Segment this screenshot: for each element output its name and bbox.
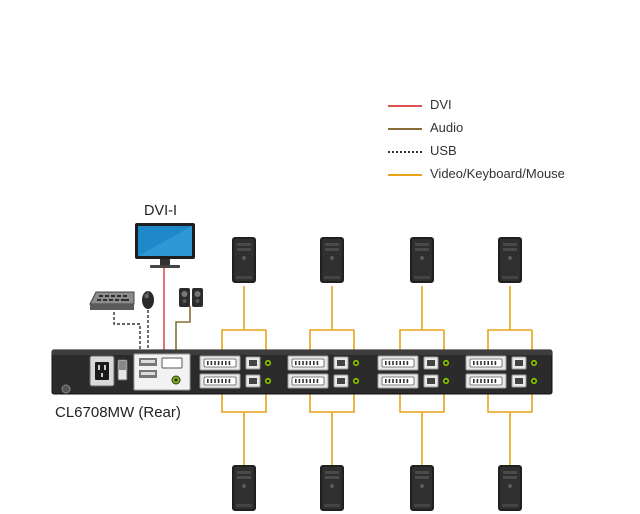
computer-port-group bbox=[377, 373, 450, 389]
computer-port-group bbox=[199, 355, 272, 371]
power-socket-icon bbox=[89, 355, 115, 387]
legend-swatch bbox=[388, 128, 422, 130]
console-ports bbox=[133, 353, 191, 391]
vkm-cables-top bbox=[221, 286, 533, 356]
computer-tower-icon bbox=[232, 237, 256, 283]
legend-swatch bbox=[388, 105, 422, 107]
computer-port-group bbox=[465, 373, 539, 389]
speakers-icon bbox=[179, 288, 203, 307]
computer-port-group bbox=[377, 355, 450, 371]
ground-screw bbox=[61, 384, 71, 394]
computer-tower-icon bbox=[498, 465, 522, 511]
monitor-label: DVI-I bbox=[144, 203, 178, 219]
computer-port-group bbox=[287, 373, 360, 389]
computer-port-group bbox=[287, 355, 360, 371]
computer-tower-icon bbox=[498, 237, 522, 283]
legend-swatch bbox=[388, 174, 422, 176]
audio-cable bbox=[175, 306, 191, 356]
monitor-icon bbox=[135, 223, 195, 268]
usb-cable-keyboard bbox=[113, 312, 141, 356]
legend-label: Video/Keyboard/Mouse bbox=[430, 166, 565, 181]
keyboard-icon bbox=[89, 291, 135, 310]
legend-label: USB bbox=[430, 143, 457, 158]
computer-tower-icon bbox=[320, 237, 344, 283]
computer-tower-icon bbox=[320, 465, 344, 511]
computer-port-group bbox=[465, 355, 539, 371]
legend-swatch bbox=[388, 151, 422, 153]
computer-tower-icon bbox=[232, 465, 256, 511]
mouse-icon bbox=[142, 291, 154, 309]
computer-port-group bbox=[199, 373, 272, 389]
power-switch bbox=[117, 359, 128, 381]
legend-label: Audio bbox=[430, 120, 464, 135]
computer-port-groups bbox=[199, 355, 539, 389]
computer-tower-icon bbox=[410, 465, 434, 511]
computer-tower-icon bbox=[410, 237, 434, 283]
vkm-cables-bottom bbox=[221, 392, 533, 466]
legend-label: DVI bbox=[430, 97, 452, 112]
unit-model-label: CL6708MW (Rear) bbox=[55, 404, 181, 421]
